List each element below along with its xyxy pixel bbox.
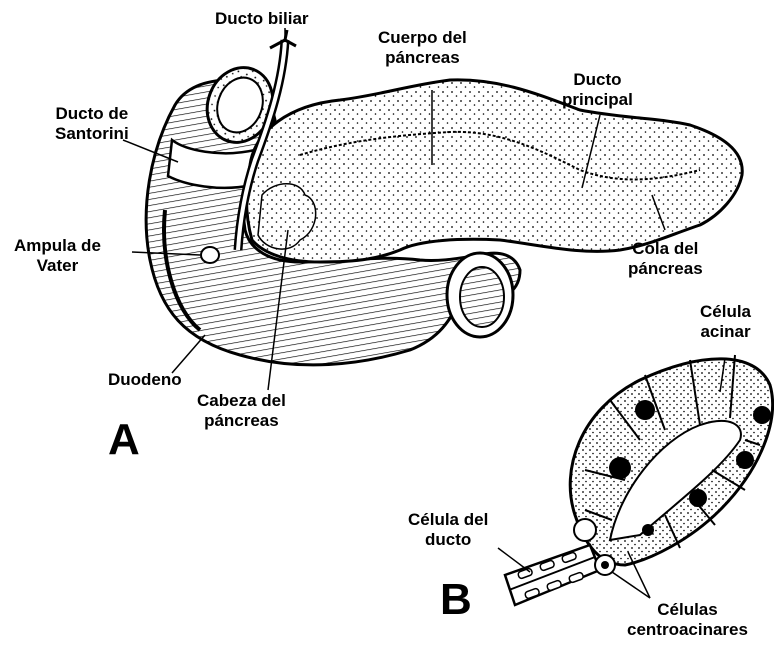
panel-label-b: B: [440, 578, 472, 622]
panel-label-a: A: [108, 418, 140, 462]
pancreas: [246, 80, 742, 262]
label-duodeno: Duodeno: [108, 370, 182, 390]
acinus: [570, 355, 772, 565]
label-ducto-biliar: Ducto biliar: [215, 9, 309, 29]
